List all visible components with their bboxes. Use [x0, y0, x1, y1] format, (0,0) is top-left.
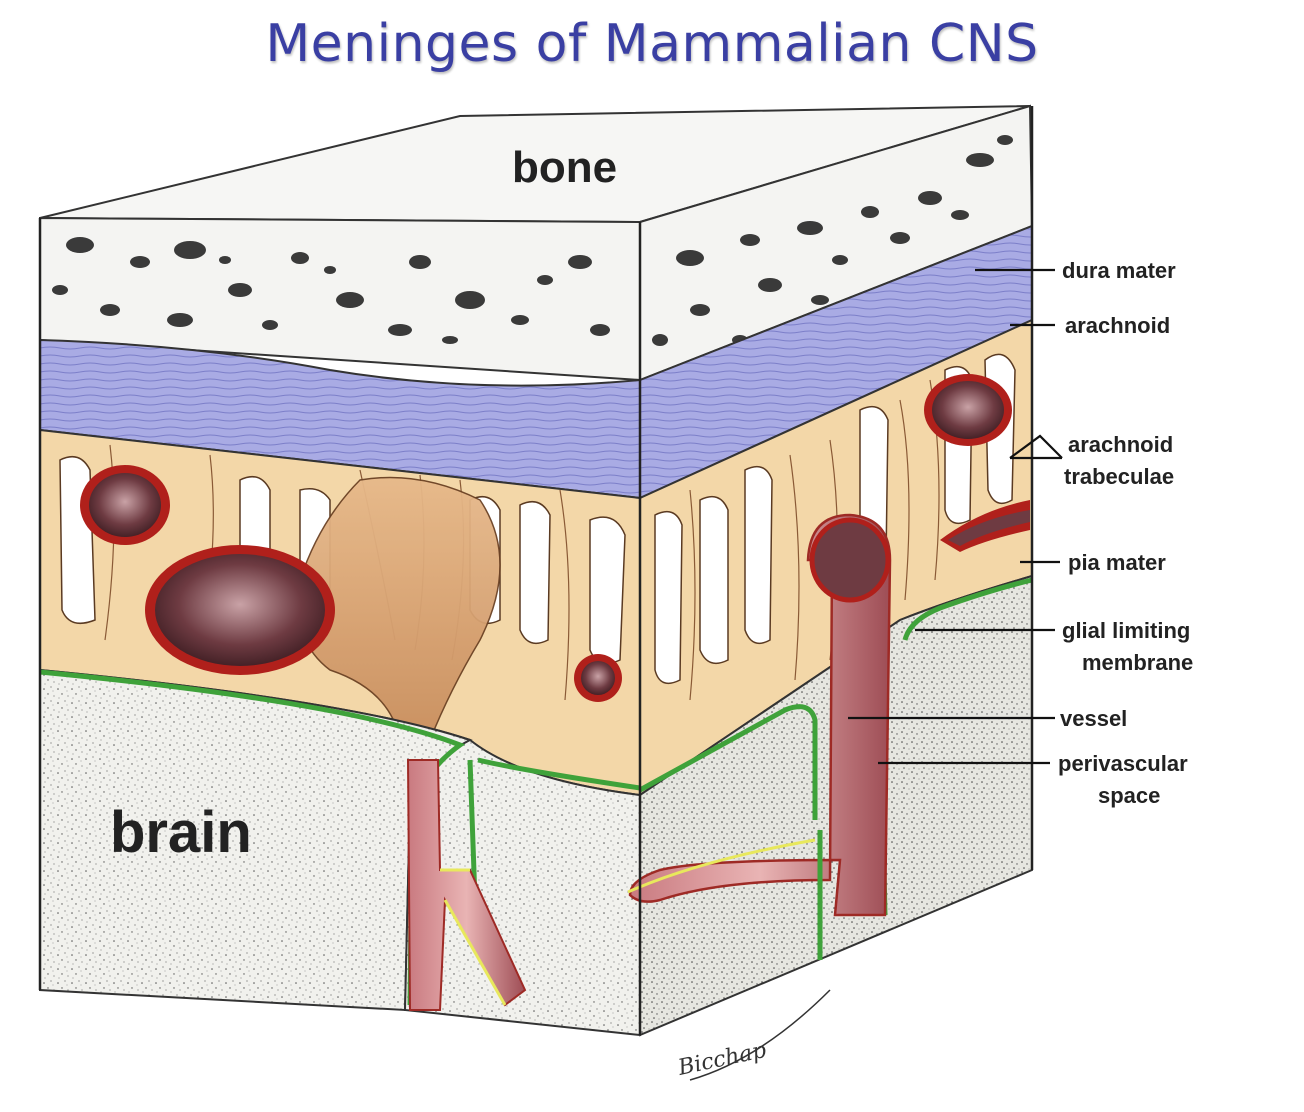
label-glial-limiting-line1: glial limiting	[1062, 618, 1190, 643]
vessel-cross-section-2	[145, 545, 335, 675]
label-vessel: vessel	[1060, 706, 1127, 731]
callout-lines	[848, 268, 1063, 765]
bone-pores	[52, 135, 1013, 346]
artist-signature: Bicchap	[675, 1038, 768, 1081]
vessel-cross-section-5	[940, 500, 1030, 552]
vessel-cross-section-3	[574, 654, 622, 702]
vessel-cross-section-4	[924, 374, 1012, 446]
vessel-penetrating-right	[627, 513, 892, 960]
page-title: Meninges of Mammalian CNS	[265, 14, 1039, 74]
bone-label: bone	[512, 143, 617, 192]
label-perivascular-line2: space	[1098, 783, 1160, 808]
signature-flourish	[689, 989, 831, 1081]
label-perivascular-line1: perivascular	[1058, 751, 1188, 776]
brain-label: brain	[110, 800, 252, 865]
label-glial-limiting-line2: membrane	[1082, 650, 1193, 675]
label-arachnoid-trabeculae-line2: trabeculae	[1064, 464, 1174, 489]
label-dura-mater: dura mater	[1062, 258, 1176, 283]
vessel-cross-section-1	[80, 465, 170, 545]
label-arachnoid: arachnoid	[1065, 313, 1170, 338]
vessel-penetrating-left	[406, 759, 527, 1011]
cube-edges	[38, 106, 1034, 1035]
label-arachnoid-trabeculae-line1: arachnoid	[1068, 432, 1173, 457]
label-pia-mater: pia mater	[1068, 550, 1166, 575]
